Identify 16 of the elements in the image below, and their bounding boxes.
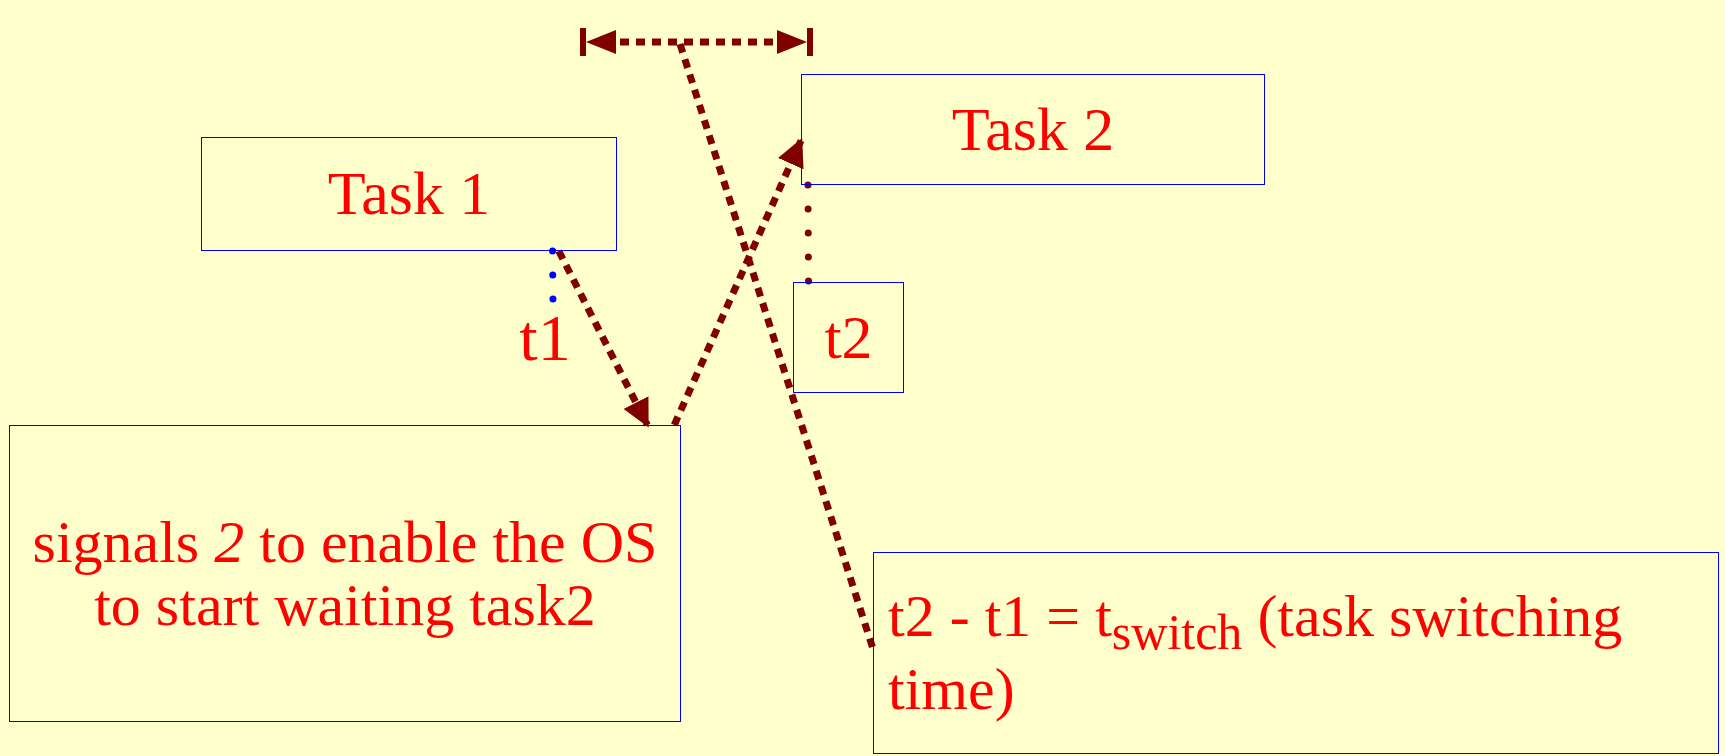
text-box <box>9 425 681 722</box>
dotted-line <box>804 181 813 286</box>
text-box <box>873 552 1719 754</box>
text-box <box>793 282 904 393</box>
dotted-line <box>549 247 557 304</box>
node-text: t2 - t1 = t$_{switch}$ (task switching time) <box>888 584 1624 722</box>
dashed-arrow <box>671 138 805 427</box>
node-text: signals 2 to enable the OS to start waiting task2 <box>31 510 659 637</box>
node-text: Task 1 <box>327 161 491 227</box>
node-text: t2 <box>824 304 873 371</box>
text-box <box>801 74 1265 185</box>
time-label: t1 <box>505 300 585 375</box>
node-text: Task 2 <box>951 96 1115 163</box>
text-box <box>201 137 617 251</box>
dashed-arrow <box>555 249 651 428</box>
dashed-line <box>676 42 877 651</box>
